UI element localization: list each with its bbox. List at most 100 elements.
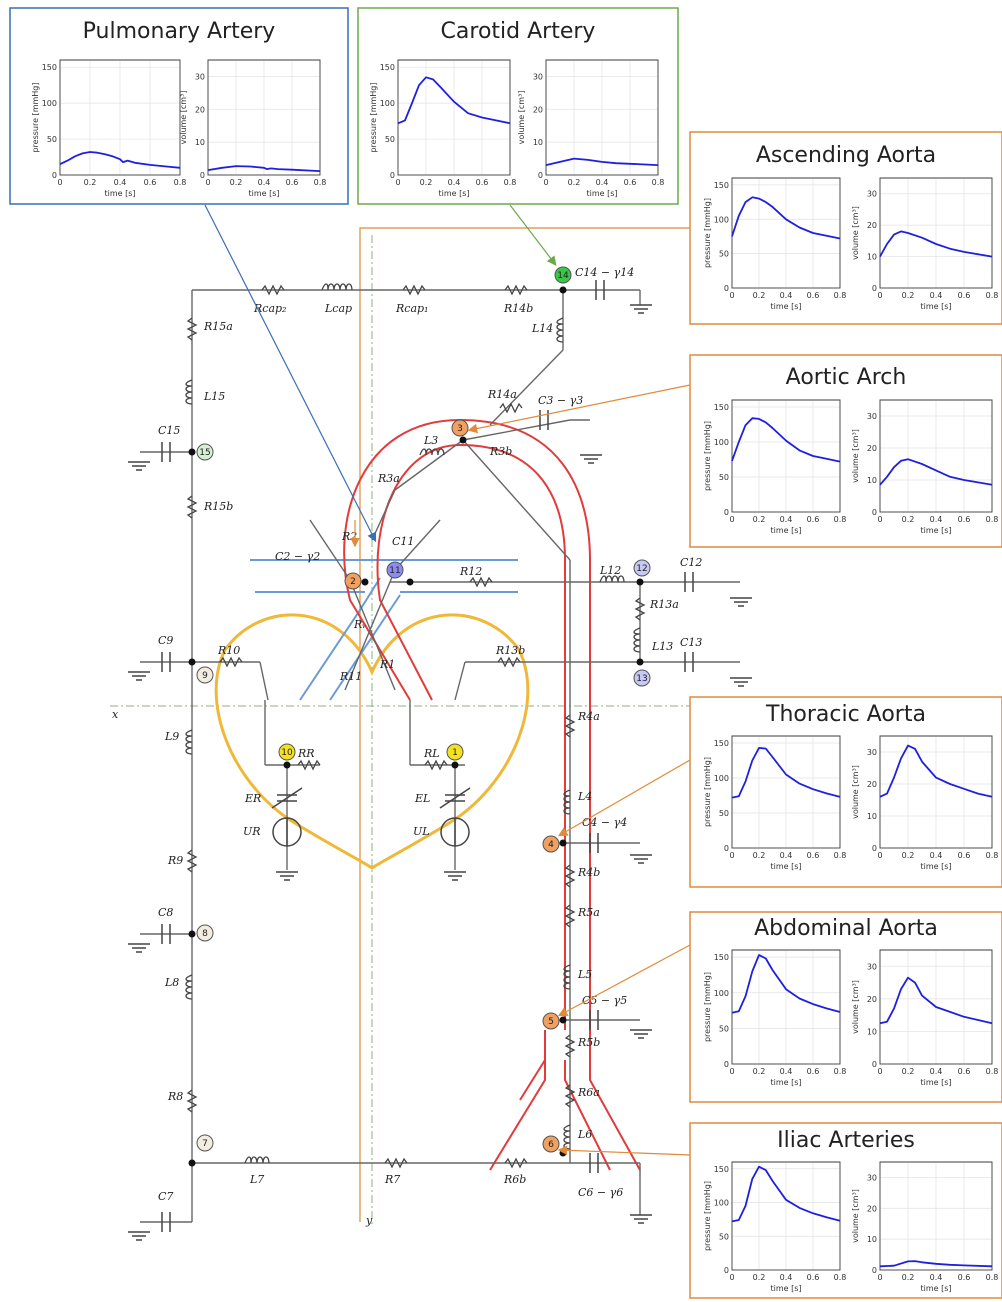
x-tick-label: 0.2 <box>902 851 915 860</box>
arch-arrow <box>467 384 691 434</box>
label-c11: C11 <box>392 535 414 548</box>
label-l3: L3 <box>423 434 438 447</box>
heart-outline <box>214 613 530 870</box>
x-tick-label: 0 <box>877 1273 882 1282</box>
x-axis-label: time [s] <box>248 189 279 198</box>
x-tick-label: 0.2 <box>568 178 581 187</box>
y-tick-label: 150 <box>42 63 57 72</box>
label-rr: RR <box>297 747 315 760</box>
panel-title: Iliac Arteries <box>777 1128 915 1153</box>
x-tick-label: 0.4 <box>930 515 943 524</box>
x-tick-label: 0.8 <box>834 1273 847 1282</box>
node-11: 11 <box>386 561 404 579</box>
x-tick-label: 0.2 <box>902 1273 915 1282</box>
y-tick-label: 100 <box>714 774 729 783</box>
x-tick-label: 0.8 <box>174 178 187 187</box>
node-2: 2 <box>344 572 362 590</box>
node-circle <box>196 1134 214 1152</box>
label-c13: C13 <box>680 636 702 649</box>
carotid-arrow <box>509 204 557 266</box>
label-c5: C5 − γ5 <box>582 994 627 1007</box>
node-circle <box>196 924 214 942</box>
label-r3a: R3a <box>377 472 400 485</box>
y-axis-label: volume [cm³] <box>851 206 860 260</box>
node-7: 7 <box>196 1134 214 1152</box>
y-tick-label: 0 <box>724 844 729 853</box>
y-tick-label: 0 <box>724 1266 729 1275</box>
label-c12: C12 <box>680 556 702 569</box>
series-line <box>397 76 511 125</box>
label-c4: C4 − γ4 <box>582 816 627 829</box>
node-circle <box>542 1012 560 1030</box>
y-axis-label: volume [cm³] <box>517 91 526 145</box>
node-circle <box>542 1135 560 1153</box>
node-8: 8 <box>196 924 214 942</box>
x-tick-label: 0 <box>57 178 62 187</box>
y-axis-label: volume [cm³] <box>851 1189 860 1243</box>
label-r13b: R13b <box>495 644 525 657</box>
label-l8: L8 <box>164 976 179 989</box>
x-tick-label: 0.8 <box>986 1067 999 1076</box>
y-axis-label: pressure [mmHg] <box>369 82 378 152</box>
node-number: 7 <box>202 1139 208 1149</box>
node-12: 12 <box>633 559 651 577</box>
node-circle <box>344 572 362 590</box>
panel-title: Abdominal Aorta <box>754 916 938 941</box>
node-circle <box>542 835 560 853</box>
x-tick-label: 0 <box>729 515 734 524</box>
y-tick-label: 10 <box>867 1235 877 1244</box>
label-c15: C15 <box>158 424 180 437</box>
node-15: 15 <box>196 443 214 461</box>
y-tick-label: 100 <box>714 438 729 447</box>
x-tick-label: 0.6 <box>807 1067 820 1076</box>
series-line <box>731 954 841 1014</box>
x-tick-label: 0.2 <box>420 178 433 187</box>
y-axis-label: pressure [mmHg] <box>703 757 712 827</box>
x-tick-label: 0.2 <box>753 291 766 300</box>
y-axis-label: pressure [mmHg] <box>31 82 40 152</box>
y-tick-label: 10 <box>867 812 877 821</box>
y-tick-label: 100 <box>714 215 729 224</box>
node-circle <box>554 266 572 284</box>
label-r6b: R6b <box>503 1173 526 1186</box>
y-tick-label: 50 <box>719 1024 729 1033</box>
panel-title: Pulmonary Artery <box>83 19 276 44</box>
node-circle <box>196 443 214 461</box>
x-axis-label: time [s] <box>438 189 469 198</box>
thoracic-arrow <box>557 759 691 837</box>
x-tick-label: 0.6 <box>624 178 637 187</box>
series-line <box>879 744 993 798</box>
label-rcap1: Rcap₁ <box>395 302 428 315</box>
node-number: 3 <box>457 424 463 434</box>
y-tick-label: 30 <box>533 72 543 81</box>
node-number: 4 <box>548 840 554 850</box>
node-number: 8 <box>202 929 208 939</box>
plot-border <box>397 59 511 176</box>
node-9: 9 <box>196 666 214 684</box>
y-tick-label: 150 <box>714 1165 729 1174</box>
node-number: 12 <box>636 564 647 574</box>
y-tick-label: 0 <box>724 284 729 293</box>
x-tick-label: 0.4 <box>930 1273 943 1282</box>
panel-title: Aortic Arch <box>786 365 907 390</box>
y-axis-label: volume [cm³] <box>851 980 860 1034</box>
y-tick-label: 20 <box>867 780 877 789</box>
label-r6a: R6a <box>577 1086 600 1099</box>
x-tick-label: 0.6 <box>807 1273 820 1282</box>
node-number: 11 <box>389 566 400 576</box>
panel-title: Carotid Artery <box>441 19 596 44</box>
y-tick-label: 10 <box>195 138 205 147</box>
y-tick-label: 30 <box>867 1173 877 1182</box>
x-tick-label: 0.6 <box>286 178 299 187</box>
x-tick-label: 0.2 <box>230 178 243 187</box>
label-r10: R10 <box>217 644 240 657</box>
